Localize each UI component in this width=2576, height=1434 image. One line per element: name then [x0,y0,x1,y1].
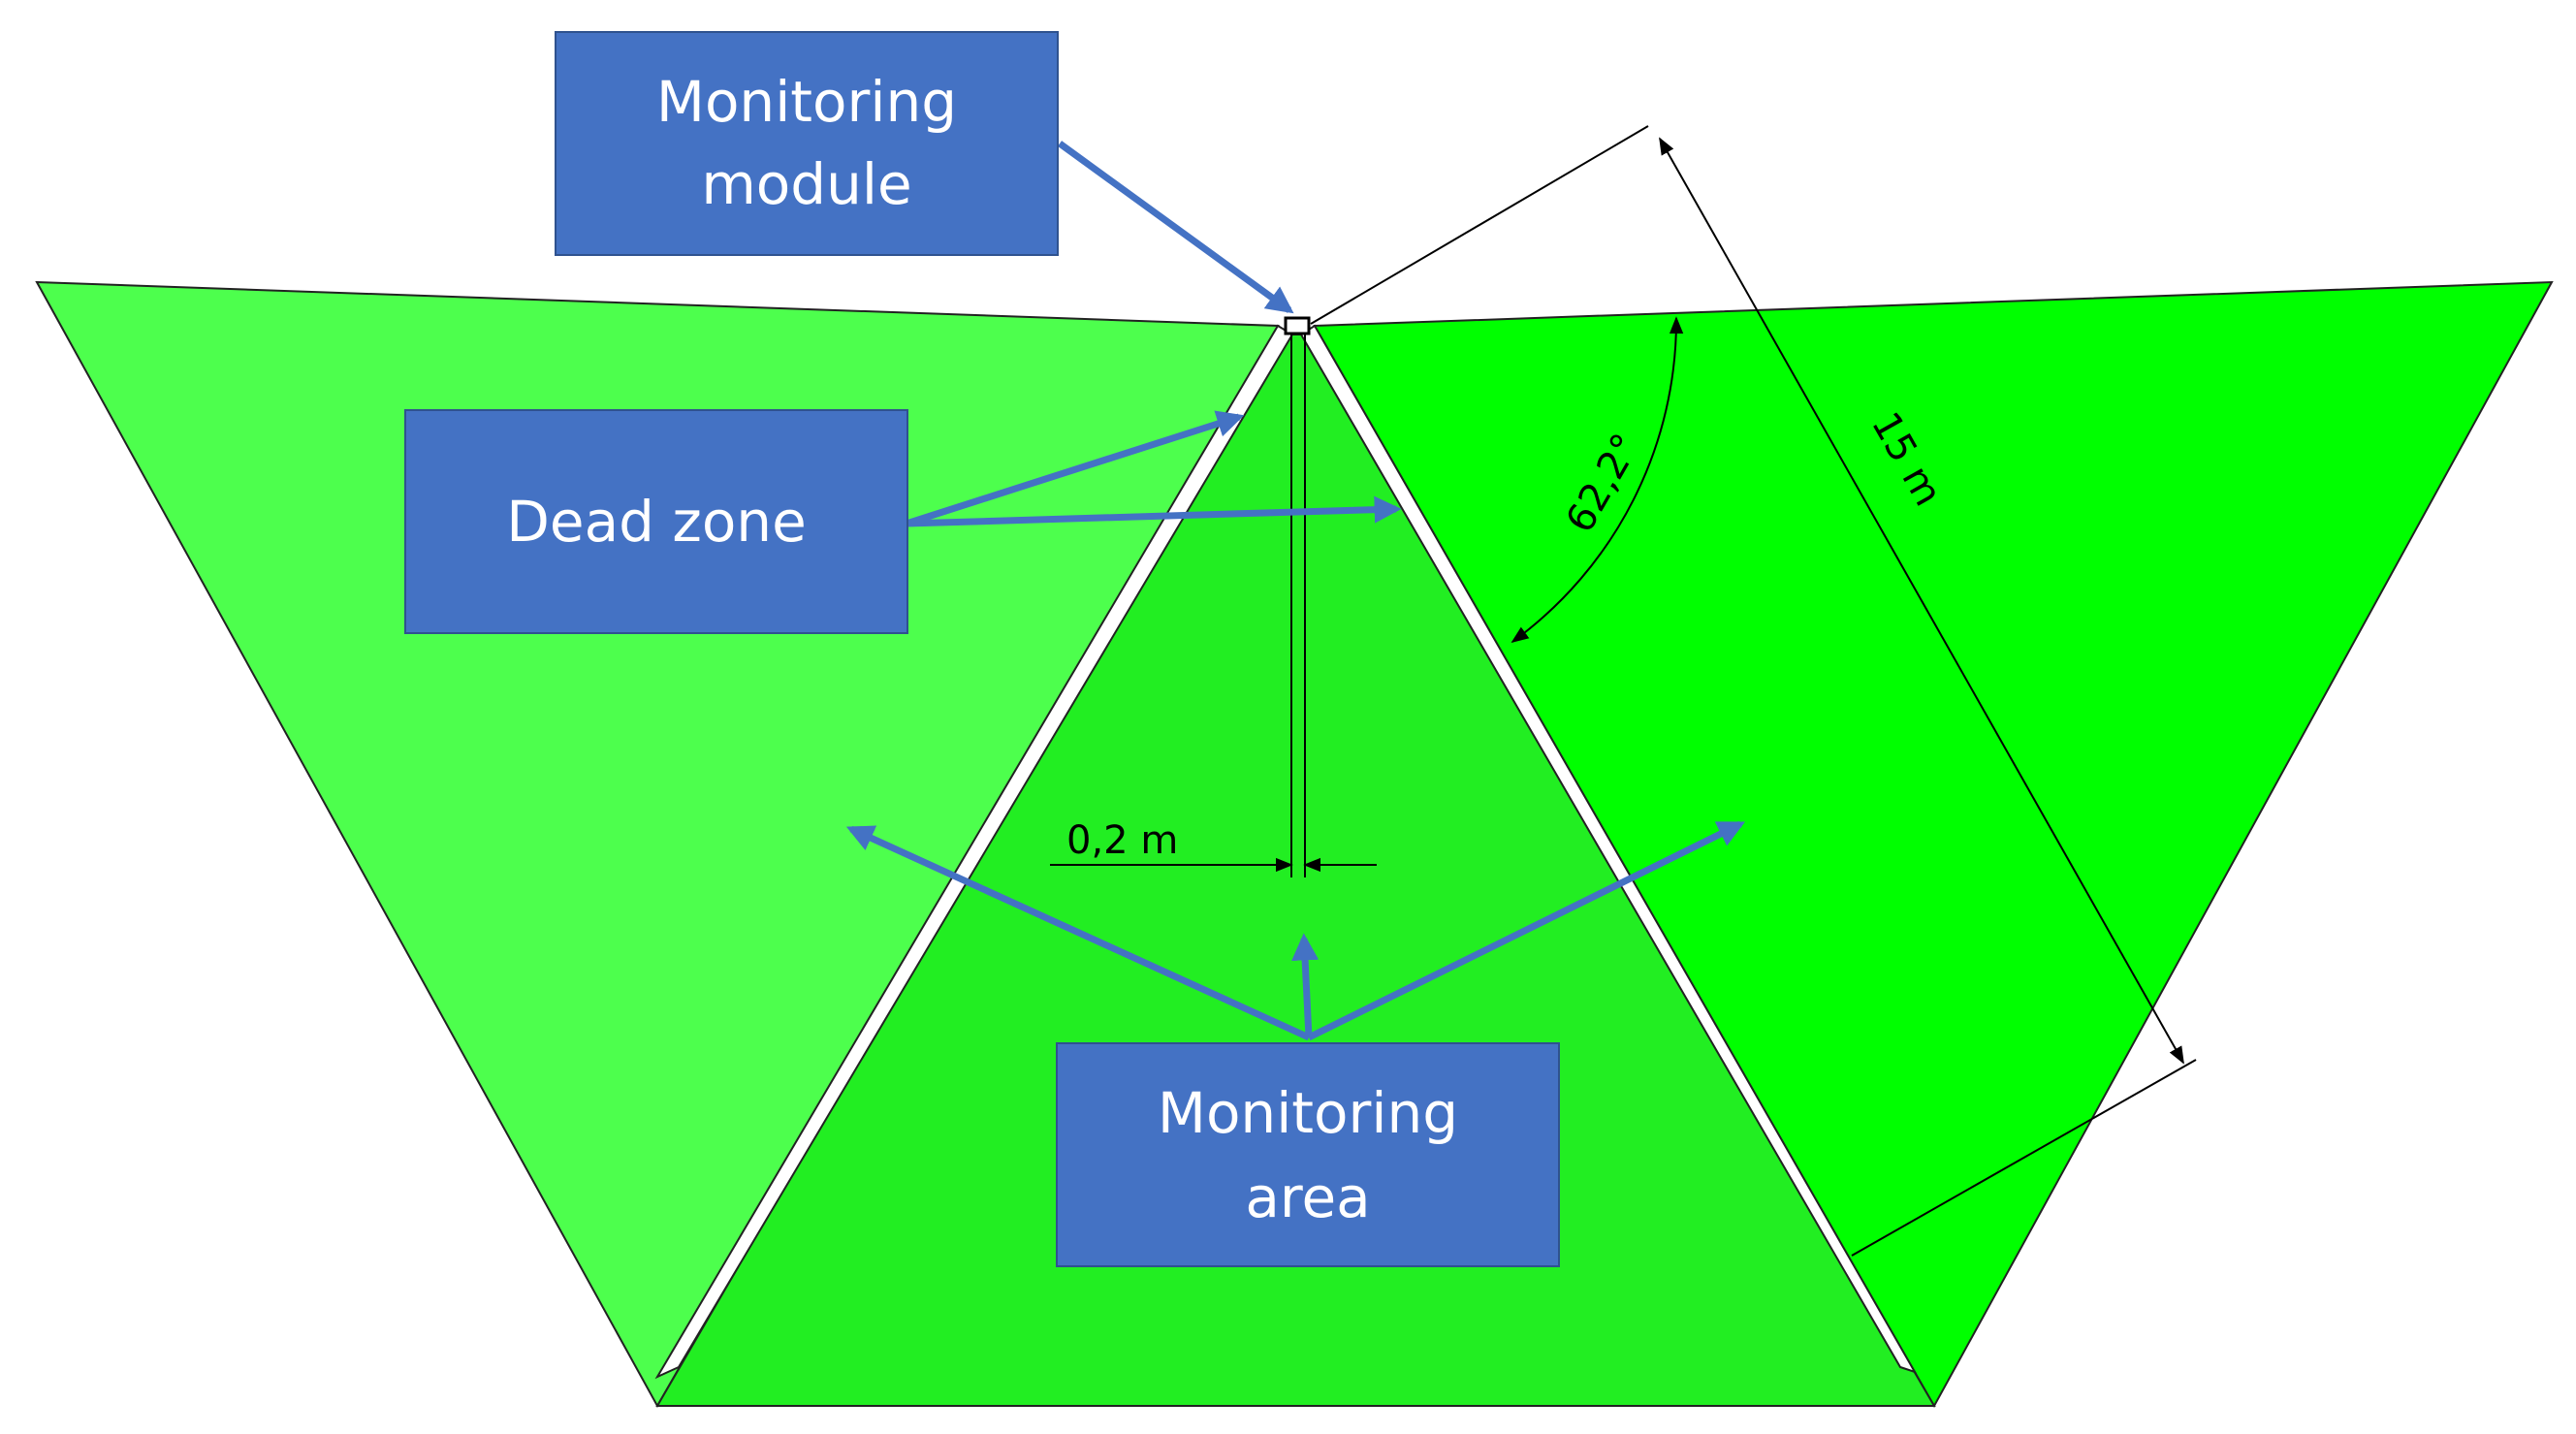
monitoring-module-label-line2: module [701,151,911,217]
monitoring-area-label-line1: Monitoring [1158,1080,1458,1146]
dimension-extension-bottom [1851,1059,2197,1257]
gap-dimension-label: 0,2 m [1066,818,1178,863]
dimension-line-15m [1659,137,2184,1065]
monitoring-area-callout: Monitoring area [1056,1042,1560,1267]
monitoring-module-label-line1: Monitoring [656,69,957,135]
angle-dimension-arc [1511,316,1684,644]
area-arrow-right [1307,820,1746,1041]
dead-zone-arrow-left [905,410,1245,527]
module-pointer-arrow [1057,141,1294,314]
dead-zone-arrow-right [906,495,1402,527]
dead-zone-callout: Dead zone [404,409,908,634]
monitoring-module-device [1284,316,1311,335]
dimension-extension-top [1310,125,1649,325]
monitoring-area-label-line2: area [1245,1164,1370,1230]
area-arrow-left [845,825,1311,1041]
dead-zone-label: Dead zone [506,489,807,555]
monitoring-module-callout: Monitoring module [555,31,1059,256]
area-arrow-center [1291,933,1320,1038]
